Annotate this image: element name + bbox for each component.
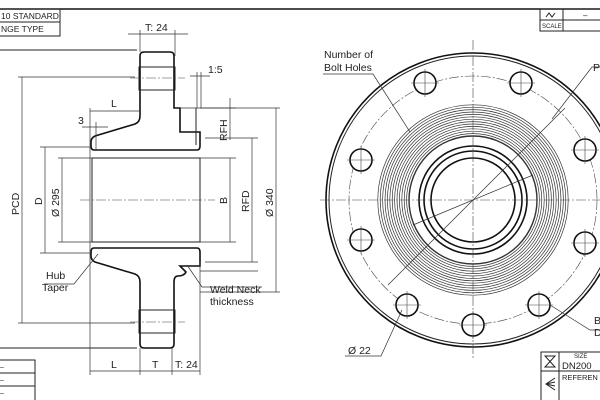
dim-rfh: RFH	[218, 119, 230, 141]
label-hub-taper: Taper	[42, 282, 69, 294]
scale-label: SCALE	[542, 24, 562, 30]
size-value: DN200	[562, 361, 592, 372]
bolt-hole	[347, 226, 375, 254]
bolt-hole	[347, 146, 375, 174]
row-value: –	[0, 364, 4, 371]
label-weld-neck: Weld Neck	[210, 284, 261, 296]
surface-finish-icon	[545, 12, 556, 18]
title-block-top-left: 10 STANDARD NGE TYPE	[0, 8, 137, 51]
dim-pcd: PCD	[10, 192, 22, 215]
dim-t-top: T: 24	[145, 22, 168, 34]
bolt-hole	[571, 136, 599, 164]
bolt-hole	[411, 69, 439, 97]
dim-l-top: L	[111, 98, 117, 110]
title-block-bottom-left: – – –	[0, 347, 137, 400]
hourglass-icon	[543, 355, 557, 368]
section-bottom	[90, 247, 201, 349]
flange-front-view: Number of Bolt Holes P Ø 22 B D	[320, 40, 600, 360]
bolt-hole	[507, 69, 535, 97]
reference-label: REFEREN	[562, 373, 598, 382]
row-value: –	[0, 377, 4, 384]
bolt-hole	[459, 311, 487, 339]
label-bolt-holes: Bolt Holes	[324, 62, 372, 74]
dim-t-bottom: T	[152, 359, 159, 371]
label-hole-diameter: Ø 22	[348, 345, 371, 357]
title-block-bottom-right: SIZE DN200 REFEREN	[540, 351, 600, 400]
bolt-hole-section-bottom	[138, 309, 176, 334]
section-top	[90, 51, 201, 151]
bolt-hole	[571, 229, 599, 257]
dim-d: D	[33, 197, 45, 205]
label-p: P	[593, 62, 600, 74]
bolt-hole	[525, 291, 553, 319]
label-b: B	[594, 315, 600, 327]
label-bolt-holes: Number of	[324, 49, 373, 61]
label-hub-taper: Hub	[46, 270, 65, 282]
dim-taper: 1:5	[208, 64, 223, 76]
title-row: NGE TYPE	[1, 24, 44, 34]
title-block-top-right: SCALE –	[539, 8, 600, 32]
dim-bore-295: Ø 295	[50, 188, 62, 217]
bolt-hole-section-top	[138, 66, 176, 91]
dim-t24-bottom: T: 24	[175, 359, 198, 371]
dim-b: B	[218, 197, 230, 204]
title-row: 10 STANDARD	[1, 11, 59, 21]
dim-rfd: RFD	[240, 190, 252, 212]
dim-340: Ø 340	[264, 188, 276, 217]
row-value: –	[0, 390, 4, 397]
size-label: SIZE	[574, 354, 587, 360]
label-d: D	[594, 327, 600, 339]
label-weld-neck: thickness	[210, 296, 254, 308]
dimension-lines	[18, 30, 280, 375]
scale-value: –	[583, 11, 588, 20]
bolt-hole	[393, 291, 421, 319]
dim-3: 3	[78, 115, 84, 127]
weld-symbol-icon	[545, 377, 556, 391]
flange-section-view: T: 24 1:5 L 3 RFH PCD D Ø 295 B RFD Ø 34…	[10, 22, 280, 375]
dim-l-bottom: L	[111, 359, 117, 371]
